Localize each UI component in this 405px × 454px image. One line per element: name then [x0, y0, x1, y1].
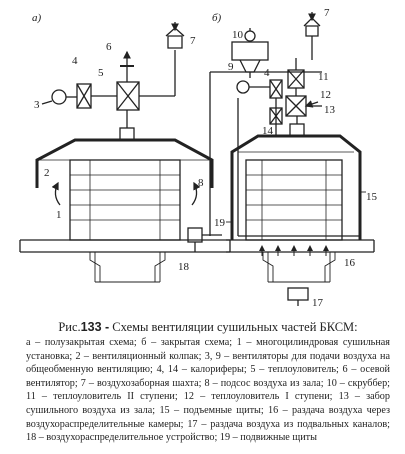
- caption-legend: а – полузакрытая схема; б – закрытая схе…: [26, 337, 390, 444]
- figure-caption: Рис.133 - Схемы вентиляции сушильных час…: [26, 319, 390, 445]
- callout-a-1: 1: [56, 209, 62, 221]
- scheme-b: [209, 12, 375, 306]
- callout-b-14: 14: [262, 125, 274, 137]
- callout-a-7: 7: [190, 35, 196, 47]
- callout-b-13: 13: [324, 104, 336, 116]
- scheme-a: [19, 22, 231, 283]
- callout-b-19: 19: [214, 217, 226, 229]
- callout-b-12: 12: [320, 89, 331, 101]
- figure-number: 133 -: [80, 320, 110, 334]
- panel-b-label: б): [212, 12, 222, 24]
- hood-a: [35, 138, 214, 188]
- callout-a-2: 2: [44, 167, 50, 179]
- callout-b-10: 10: [232, 29, 244, 41]
- callout-b-7: 7: [324, 7, 330, 19]
- callout-b-9: 9: [228, 61, 234, 73]
- drying-unit-b: [245, 159, 343, 241]
- callout-a-5: 5: [98, 67, 104, 79]
- ventilation-diagram: а) б) 2 1 8 3 4 5 6 7 18 7 10 9 11 4 12 …: [19, 7, 378, 309]
- callout-a-8: 8: [198, 177, 204, 189]
- drying-unit-a: [69, 159, 181, 241]
- callout-b-17: 17: [312, 297, 324, 309]
- callout-b-16: 16: [344, 257, 356, 269]
- callout-a-4: 4: [72, 55, 78, 67]
- callout-a-18: 18: [178, 261, 190, 273]
- caption-prefix: Рис.: [58, 320, 81, 334]
- callout-b-15: 15: [366, 191, 378, 203]
- callout-b-4: 4: [264, 67, 270, 79]
- fan-9: [236, 80, 250, 94]
- callout-b-11: 11: [318, 71, 329, 83]
- calorifer-14: [269, 107, 283, 125]
- basement-channel: [287, 287, 309, 301]
- fan-3: [51, 89, 67, 105]
- caption-title: Схемы вентиляции сушильных частей БКСМ:: [112, 320, 358, 334]
- callout-a-3: 3: [34, 99, 40, 111]
- caption-title-line: Рис.133 - Схемы вентиляции сушильных час…: [26, 319, 390, 335]
- callout-a-6: 6: [106, 41, 112, 53]
- panel-a-label: а): [32, 12, 42, 24]
- scrubber: [231, 41, 269, 61]
